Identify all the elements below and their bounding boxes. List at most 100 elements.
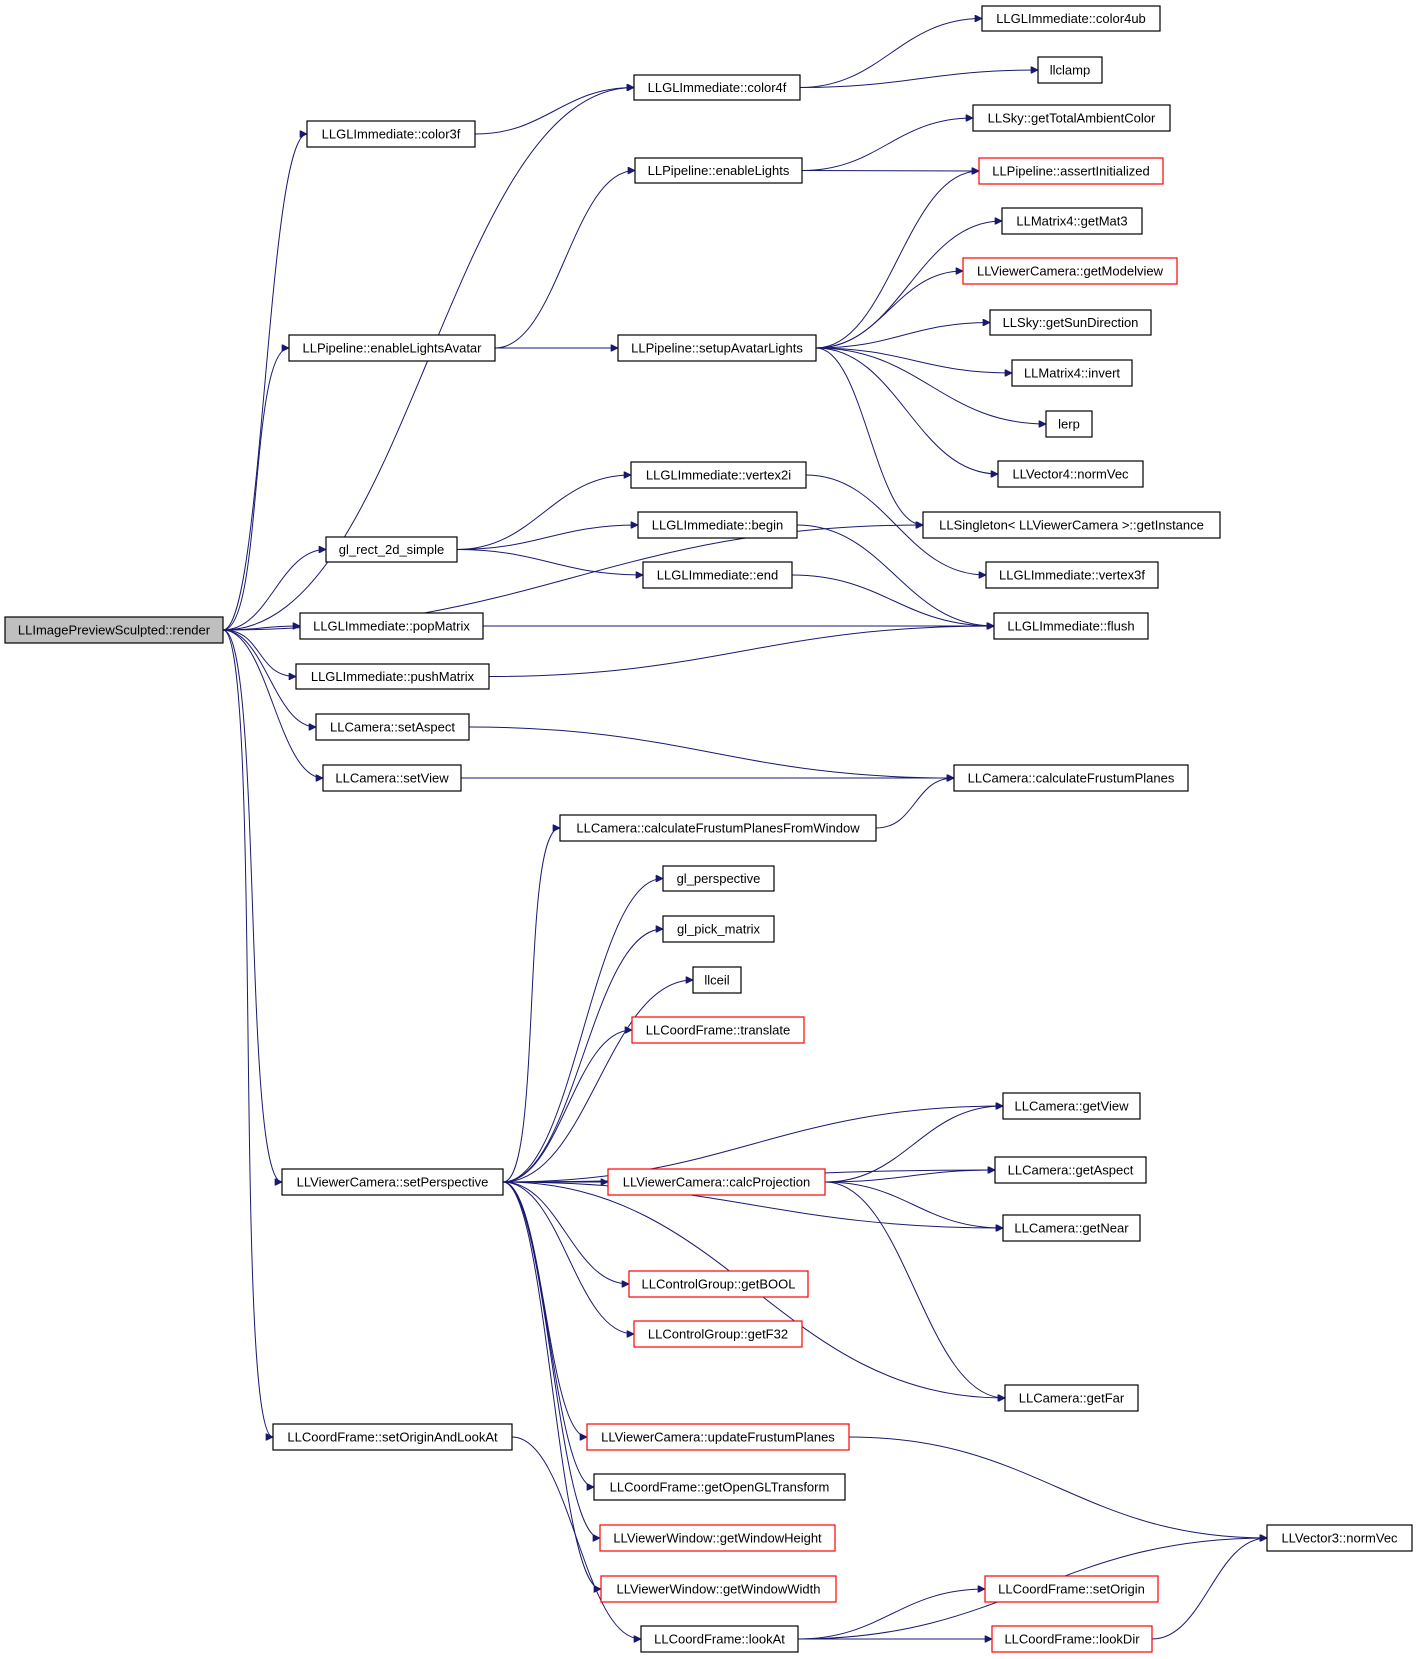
node-llmatrix4-invert[interactable]: LLMatrix4::invert [1011, 359, 1133, 387]
node-llpipeline-enablelights[interactable]: LLPipeline::enableLights [634, 157, 803, 184]
node-lerp[interactable]: lerp [1045, 410, 1093, 438]
node-llvector4-normvec[interactable]: LLVector4::normVec [997, 460, 1144, 488]
node-llcontrolgroup-getbool[interactable]: LLControlGroup::getBOOL [628, 1270, 809, 1298]
node-label: LLCamera::calculateFrustumPlanesFromWind… [576, 820, 860, 835]
node-llpipeline-assertinitialized[interactable]: LLPipeline::assertInitialized [978, 157, 1164, 185]
node-llcoordframe-translate[interactable]: LLCoordFrame::translate [631, 1016, 805, 1044]
node-llsky-getsundirection[interactable]: LLSky::getSunDirection [989, 309, 1152, 336]
edge-color4f-to-color4ub [799, 19, 982, 88]
node-gl-rect-2d-simple[interactable]: gl_rect_2d_simple [325, 536, 458, 563]
node-label: LLViewerCamera::calcProjection [623, 1174, 810, 1189]
node-llpipeline-setupavatarlights[interactable]: LLPipeline::setupAvatarLights [617, 334, 817, 362]
node-llcoordframe-lookat[interactable]: LLCoordFrame::lookAt [640, 1625, 799, 1653]
node-llcoordframe-lookdir[interactable]: LLCoordFrame::lookDir [991, 1625, 1153, 1653]
node-label: LLCoordFrame::lookAt [654, 1631, 785, 1646]
node-box [993, 612, 1149, 640]
node-label: LLViewerWindow::getWindowHeight [613, 1530, 822, 1545]
edges-layer [222, 19, 1267, 1640]
node-llcamera-setview[interactable]: LLCamera::setView [322, 764, 462, 792]
edge-render-to-enablelightsavatar [222, 348, 289, 631]
node-llvector3-normvec[interactable]: LLVector3::normVec [1266, 1524, 1413, 1552]
node-llviewerwindow-getwindowwidth[interactable]: LLViewerWindow::getWindowWidth [600, 1575, 837, 1603]
node-label: LLPipeline::enableLightsAvatar [302, 340, 482, 355]
node-llceil[interactable]: llceil [692, 966, 742, 994]
node-label: LLCamera::getNear [1014, 1220, 1129, 1235]
node-gl-pick-matrix[interactable]: gl_pick_matrix [662, 915, 775, 943]
node-llglimmediate-pushmatrix[interactable]: LLGLImmediate::pushMatrix [295, 663, 490, 690]
node-llclamp[interactable]: llclamp [1037, 56, 1103, 84]
node-llviewercamera-updatefrustumplanes[interactable]: LLViewerCamera::updateFrustumPlanes [586, 1423, 850, 1451]
node-box [991, 1625, 1153, 1653]
node-llcontrolgroup-getf32[interactable]: LLControlGroup::getF32 [633, 1320, 803, 1348]
edge-setperspective-to-getview [502, 1106, 1003, 1183]
node-box [281, 1168, 504, 1196]
node-llviewercamera-calcprojection[interactable]: LLViewerCamera::calcProjection [607, 1168, 826, 1196]
node-llcamera-setaspect[interactable]: LLCamera::setAspect [315, 713, 470, 741]
node-label: llceil [704, 972, 729, 987]
node-label: gl_perspective [677, 871, 761, 886]
node-llglimmediate-color4ub[interactable]: LLGLImmediate::color4ub [981, 5, 1161, 32]
node-llglimmediate-begin[interactable]: LLGLImmediate::begin [637, 511, 798, 539]
node-llsky-gettotalambientcolor[interactable]: LLSky::getTotalAmbientColor [972, 104, 1171, 132]
node-label: LLControlGroup::getBOOL [642, 1276, 796, 1291]
node-llcoordframe-getopengltransform[interactable]: LLCoordFrame::getOpenGLTransform [593, 1473, 846, 1501]
node-llcamera-getview[interactable]: LLCamera::getView [1002, 1092, 1141, 1120]
node-box [985, 561, 1159, 589]
edge-render-to-setoriginandlookat [222, 629, 273, 1437]
node-label: LLGLImmediate::color4f [648, 80, 787, 95]
node-label: LLViewerCamera::getModelview [977, 263, 1164, 278]
node-llcoordframe-setorigin[interactable]: LLCoordFrame::setOrigin [984, 1575, 1159, 1603]
node-box [692, 966, 742, 994]
node-box [989, 309, 1152, 336]
node-box [599, 1524, 836, 1552]
node-llcoordframe-setoriginandlookat[interactable]: LLCoordFrame::setOriginAndLookAt [272, 1423, 513, 1451]
edge-render-to-color3f [222, 134, 307, 631]
edge-render-to-setview [222, 629, 323, 778]
node-label: LLCamera::getFar [1019, 1390, 1125, 1405]
edge-setupavatarlights-to-getmodelview [815, 271, 963, 349]
node-box [962, 257, 1178, 285]
edge-calcprojection-to-getview [824, 1106, 1003, 1183]
node-llglimmediate-color4f[interactable]: LLGLImmediate::color4f [633, 74, 801, 101]
node-label: LLGLImmediate::popMatrix [313, 618, 470, 633]
node-box [299, 612, 484, 640]
node-llglimmediate-color3f[interactable]: LLGLImmediate::color3f [306, 120, 476, 148]
edge-lookat-to-setorigin [797, 1589, 985, 1640]
edge-color3f-to-color4f [474, 88, 634, 135]
node-llcamera-getnear[interactable]: LLCamera::getNear [1002, 1214, 1141, 1242]
node-box [272, 1423, 513, 1451]
node-llglimmediate-vertex3f[interactable]: LLGLImmediate::vertex3f [985, 561, 1159, 589]
edge-end-to-flush [791, 574, 994, 626]
node-llviewerwindow-getwindowheight[interactable]: LLViewerWindow::getWindowHeight [599, 1524, 836, 1552]
node-box [559, 814, 877, 842]
node-llviewercamera-getmodelview[interactable]: LLViewerCamera::getModelview [962, 257, 1178, 285]
edge-setperspective-to-getopengltransform [502, 1181, 594, 1487]
node-label: LLCoordFrame::translate [646, 1022, 791, 1037]
node-llglimmediate-flush[interactable]: LLGLImmediate::flush [993, 612, 1149, 640]
node-llcamera-calculatefrustumplanes[interactable]: LLCamera::calculateFrustumPlanes [953, 764, 1189, 792]
node-label: LLGLImmediate::flush [1007, 618, 1134, 633]
node-llcamera-getfar[interactable]: LLCamera::getFar [1004, 1384, 1139, 1412]
edge-calcprojection-to-getfar [824, 1181, 1005, 1398]
node-llglimmediate-popmatrix[interactable]: LLGLImmediate::popMatrix [299, 612, 484, 640]
node-box [1266, 1524, 1413, 1552]
node-gl-perspective[interactable]: gl_perspective [662, 865, 775, 892]
node-llglimmediate-vertex2i[interactable]: LLGLImmediate::vertex2i [630, 461, 807, 489]
node-box [997, 460, 1144, 488]
node-llimagepreviewsculpted-render[interactable]: LLImagePreviewSculpted::render [4, 616, 224, 644]
node-label: llclamp [1050, 62, 1090, 77]
node-llpipeline-enablelightsavatar[interactable]: LLPipeline::enableLightsAvatar [288, 334, 496, 362]
edge-setperspective-to-updatefrustum [502, 1181, 587, 1437]
edge-lookdir-to-normvec3 [1151, 1538, 1267, 1640]
node-llsingleton-llviewercamera-getinstance[interactable]: LLSingleton< LLViewerCamera >::getInstan… [922, 511, 1221, 539]
node-box [288, 334, 496, 362]
node-box [972, 104, 1171, 132]
node-llcamera-getaspect[interactable]: LLCamera::getAspect [994, 1156, 1147, 1184]
node-box [628, 1270, 809, 1298]
edge-render-to-pushmatrix [222, 629, 296, 677]
node-llcamera-calculatefrustumplanesfromwindow[interactable]: LLCamera::calculateFrustumPlanesFromWind… [559, 814, 877, 842]
node-llglimmediate-end[interactable]: LLGLImmediate::end [642, 561, 793, 589]
node-box [631, 1016, 805, 1044]
node-llviewercamera-setperspective[interactable]: LLViewerCamera::setPerspective [281, 1168, 504, 1196]
node-llmatrix4-getmat3[interactable]: LLMatrix4::getMat3 [1001, 207, 1143, 235]
